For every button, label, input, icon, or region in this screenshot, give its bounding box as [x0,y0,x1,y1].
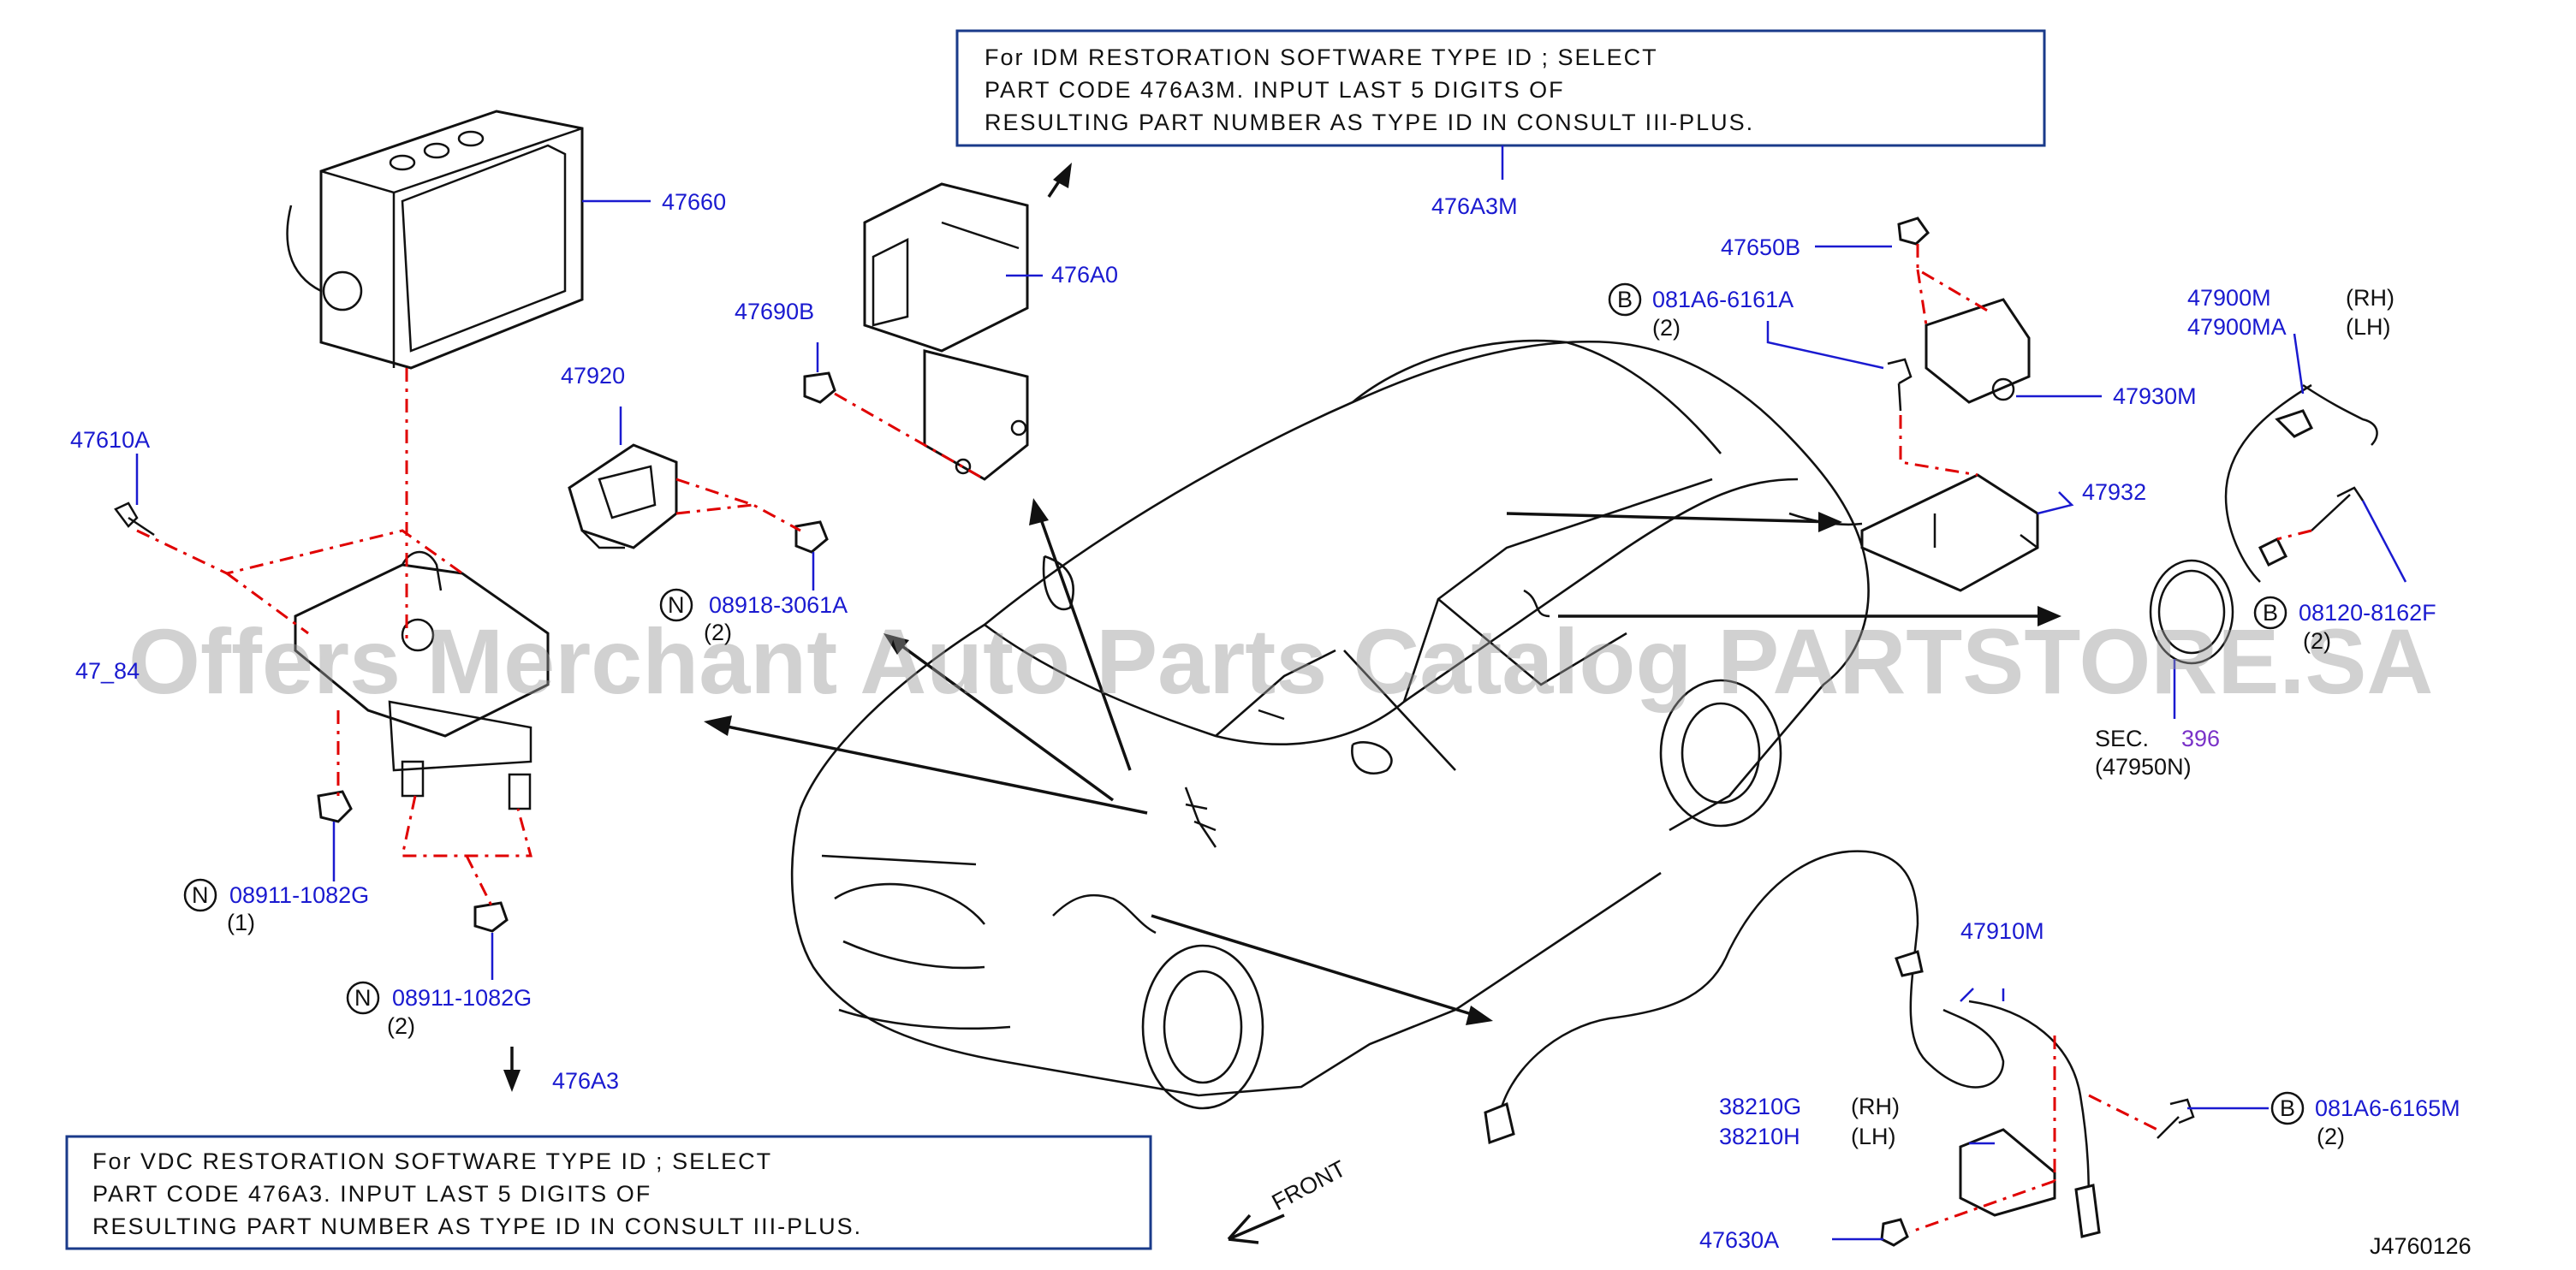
label-476a3m: 476A3M [1431,193,1518,219]
label-47900m: 47900M [2187,285,2271,311]
marker-b-08120: B [2253,596,2287,630]
label-47920: 47920 [561,363,625,389]
arrows [503,163,2061,1244]
vdc-note-line-2: PART CODE 476A3. INPUT LAST 5 DIGITS OF [92,1181,651,1207]
qty-08911-a: (1) [227,910,255,935]
label-47660: 47660 [662,189,726,215]
vdc-note-box [65,1135,1152,1250]
idm-unit-476a0 [863,182,1029,481]
rear-wheel-sensor-47900m [2224,383,2378,583]
sec-396-link[interactable]: 396 [2181,726,2220,751]
rear-wheel [1659,679,1782,828]
label-081a6-6161a: 081A6-6161A [1652,287,1794,312]
sensor-47930m [1925,298,2031,404]
bolt-081a6-6165m [2157,1098,2195,1139]
bolt-47630a [1880,1218,1909,1247]
label-47630a: 47630A [1699,1227,1779,1253]
watermark: Offers Merchant Auto Parts Catalog PARTS… [128,609,2433,713]
label-08911-1082g-b: 08911-1082G [392,985,532,1011]
vehicle-outline [790,339,1870,1110]
label-476a0: 476A0 [1051,262,1118,288]
marker-b-081a6-6161a: B [1608,282,1642,317]
vdc-note: For VDC RESTORATION SOFTWARE TYPE ID ; S… [65,1135,1152,1250]
label-47930m: 47930M [2113,383,2197,409]
marker-b-081a6-6165m: B [2270,1091,2305,1125]
abs-actuator [286,110,584,370]
side-47900m: (RH) [2346,285,2395,311]
nut-08911-1 [317,790,353,823]
label-38210g: 38210G [1719,1094,1801,1119]
idm-note-line-3: RESULTING PART NUMBER AS TYPE ID IN CONS… [985,110,1754,135]
bolt-47610a [114,501,155,537]
assembly-guides [136,244,2312,1234]
label-47932: 47932 [2082,479,2146,505]
front-wheel [1141,944,1264,1110]
vdc-note-line-1: For VDC RESTORATION SOFTWARE TYPE ID ; S… [92,1148,772,1174]
marker-b-label: B [2280,1095,2295,1121]
actuator-bracket [294,550,550,810]
label-47-84: 47_84 [75,658,140,684]
marker-n-label: N [668,592,685,618]
bolt-081a6-6161a [1887,358,1913,412]
marker-b-label: B [1617,287,1633,312]
qty-081a6-6165m: (2) [2317,1124,2345,1149]
qty-08918: (2) [704,620,732,645]
idm-note: For IDM RESTORATION SOFTWARE TYPE ID ; S… [955,29,2046,147]
idm-note-line-1: For IDM RESTORATION SOFTWARE TYPE ID ; S… [985,45,1658,70]
nut-08918 [794,520,829,554]
marker-n-08911-b: N [346,981,380,1015]
label-47900ma: 47900MA [2187,314,2287,340]
label-08911-1082g-a: 08911-1082G [229,882,369,908]
nut-47650b [1897,217,1930,246]
yaw-sensor-47920 [568,443,678,549]
label-081a6-6165m: 081A6-6165M [2315,1095,2460,1121]
qty-081a6-6161a: (2) [1652,315,1681,341]
label-08120-8162f: 08120-8162F [2299,600,2436,626]
idm-note-box [955,29,2046,147]
idm-note-line-2: PART CODE 476A3M. INPUT LAST 5 DIGITS OF [985,77,1565,103]
bracket-47932 [1860,473,2039,592]
side-47900ma: (LH) [2346,314,2391,340]
label-38210h: 38210H [1719,1124,1800,1149]
qty-08120: (2) [2303,628,2331,654]
leader-lines [135,145,2407,1241]
side-38210g: (RH) [1851,1094,1900,1119]
marker-b-label: B [2263,600,2278,626]
nut-47690b [803,371,836,404]
bracket-38210g [1959,1128,2056,1217]
sec-prefix: SEC. [2095,726,2149,751]
vdc-note-line-3: RESULTING PART NUMBER AS TYPE ID IN CONS… [92,1214,862,1239]
qty-08911-b: (2) [387,1013,415,1039]
marker-n-label: N [192,882,209,908]
nut-08911-2 [473,901,509,933]
side-38210h: (LH) [1851,1124,1896,1149]
label-47910m: 47910M [1960,918,2044,944]
front-wheel-sensor-47910m [1484,850,2101,1238]
front-indicator: FRONT [1268,1155,1350,1215]
label-476a3: 476A3 [552,1068,619,1094]
diagram-id: J4760126 [2370,1233,2472,1259]
marker-n-08918: N [659,588,693,622]
label-47650b: 47650B [1721,234,1800,260]
label-47690b: 47690B [735,299,814,324]
label-47610a: 47610A [70,427,150,453]
marker-n-label: N [354,985,372,1011]
tone-ring-47950n [2149,559,2234,665]
sec-sub: (47950N) [2095,754,2192,780]
marker-n-08911-a: N [183,878,217,912]
label-08918-3061a: 08918-3061A [709,592,848,618]
